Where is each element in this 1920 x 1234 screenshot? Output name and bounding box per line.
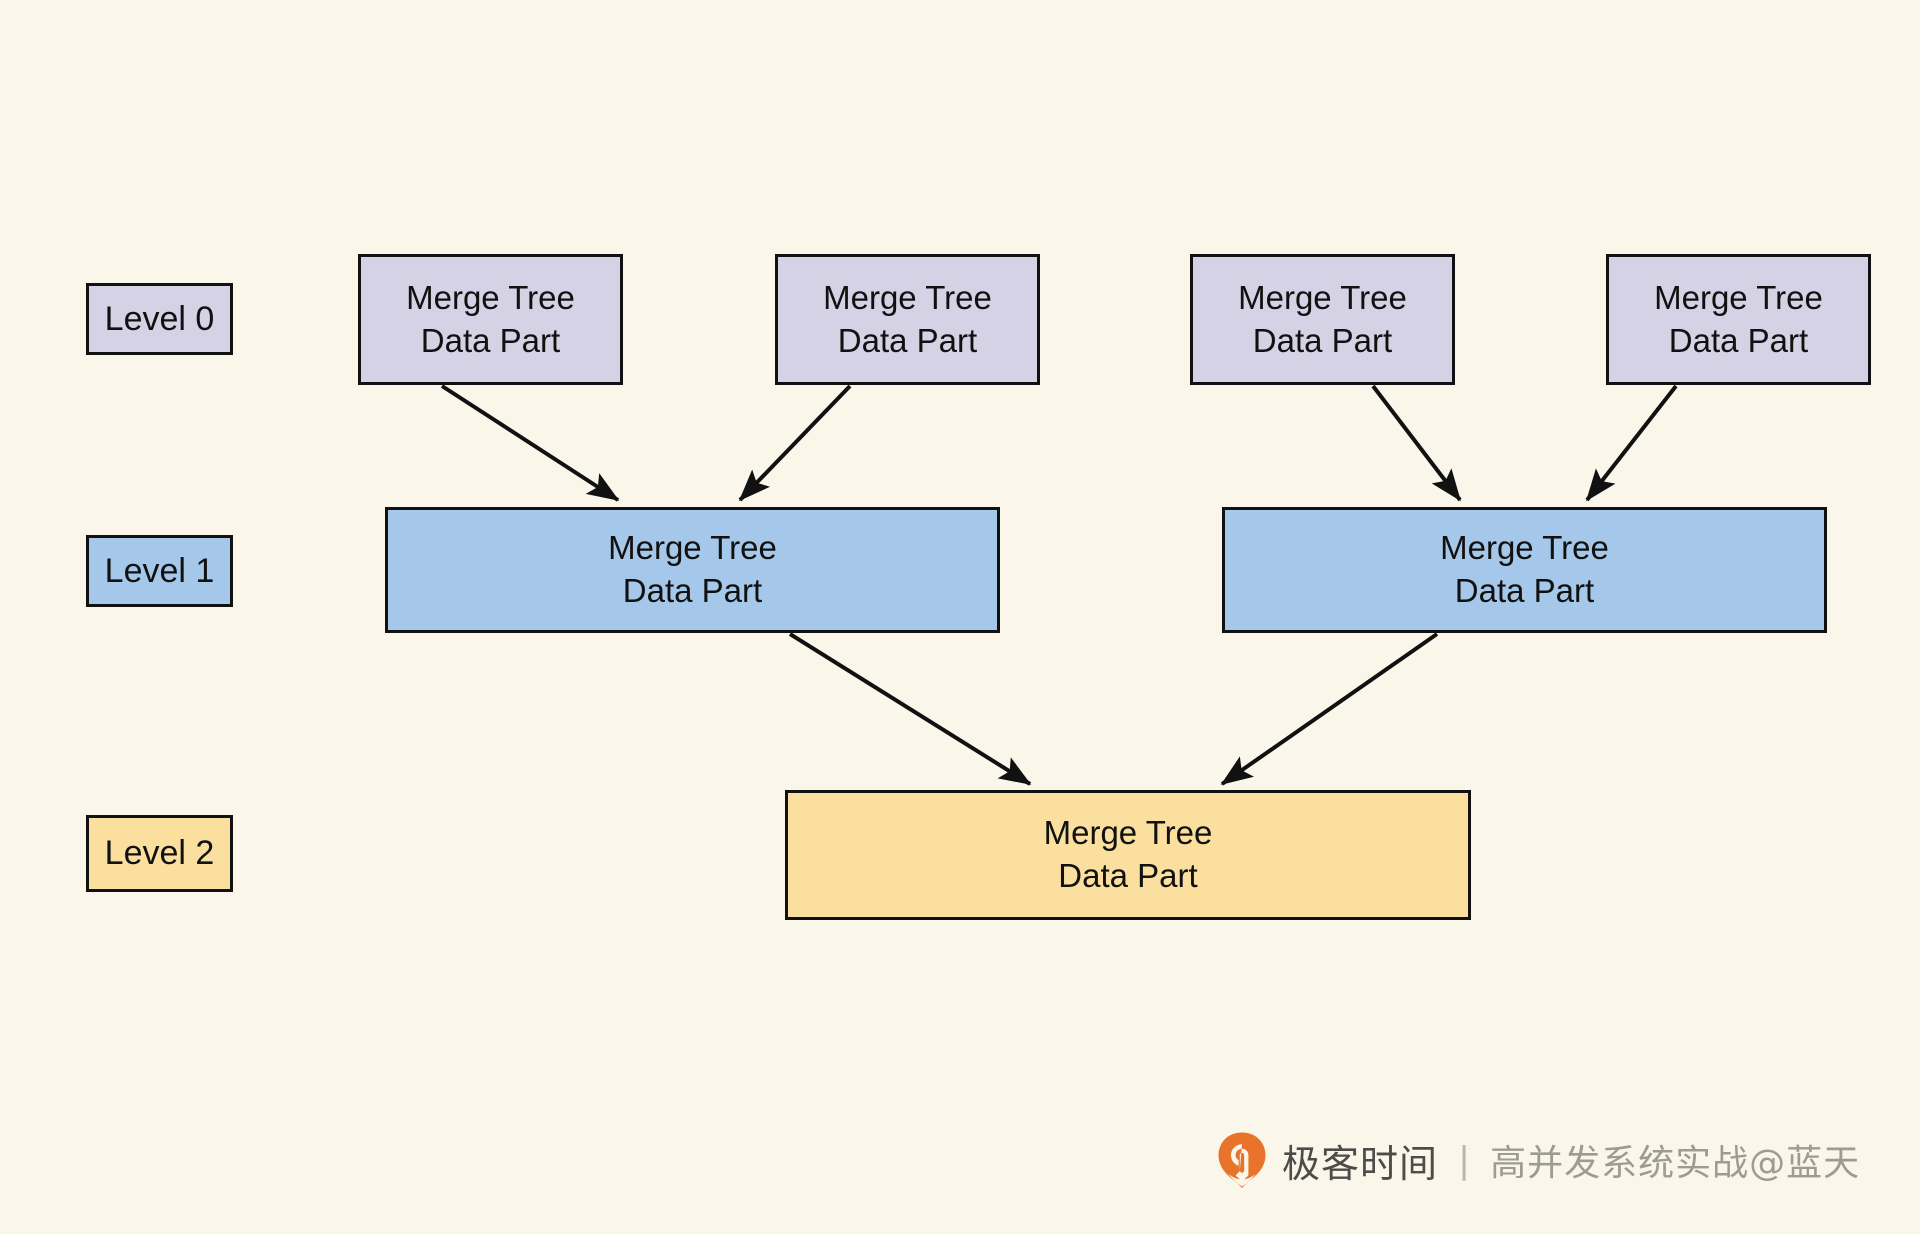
level0-part-3-title: Merge Tree	[1238, 278, 1407, 316]
level-label-0: Level 0	[86, 283, 233, 355]
edge-l0p3-to-l1p2	[1371, 384, 1462, 502]
level0-part-3[interactable]: Merge Tree Data Part	[1190, 254, 1455, 385]
level1-part-1[interactable]: Merge Tree Data Part	[385, 507, 1000, 633]
level0-part-2-subtitle: Data Part	[837, 321, 978, 359]
level1-part-2-title: Merge Tree	[1440, 529, 1609, 567]
level-label-2-text: Level 2	[104, 834, 215, 872]
level2-part-1[interactable]: Merge Tree Data Part	[785, 790, 1471, 920]
level-label-2: Level 2	[86, 815, 233, 892]
level1-part-1-title: Merge Tree	[608, 529, 777, 567]
level0-part-1-subtitle: Data Part	[420, 321, 561, 359]
level1-part-2[interactable]: Merge Tree Data Part	[1222, 507, 1827, 633]
level1-part-2-subtitle: Data Part	[1454, 572, 1595, 609]
level-label-0-text: Level 0	[104, 299, 215, 338]
watermark: 极客时间 | 高并发系统实战@蓝天	[1216, 1131, 1860, 1189]
level0-part-2[interactable]: Merge Tree Data Part	[775, 254, 1040, 385]
level0-part-1-title: Merge Tree	[406, 278, 575, 316]
edge-l0p4-to-l1p2	[1585, 384, 1678, 502]
level0-part-2-title: Merge Tree	[823, 278, 992, 316]
level0-part-4-title: Merge Tree	[1654, 278, 1823, 316]
level0-part-4[interactable]: Merge Tree Data Part	[1606, 254, 1871, 385]
level0-part-1[interactable]: Merge Tree Data Part	[358, 254, 623, 385]
level1-part-1-subtitle: Data Part	[622, 572, 763, 609]
level2-part-1-subtitle: Data Part	[1058, 857, 1198, 894]
level-label-1: Level 1	[86, 535, 233, 607]
watermark-brand: 极客时间	[1282, 1141, 1439, 1186]
edge-l1p1-to-l2p1	[788, 632, 1032, 786]
level2-part-1-title: Merge Tree	[1043, 814, 1213, 852]
watermark-separator: |	[1458, 1139, 1471, 1181]
edge-l0p1-to-l1p1	[440, 384, 620, 502]
level0-part-3-subtitle: Data Part	[1252, 321, 1393, 359]
watermark-subtitle: 高并发系统实战@蓝天	[1490, 1143, 1861, 1184]
geek-time-pin-logo-icon	[1218, 1132, 1266, 1188]
level-label-1-text: Level 1	[104, 551, 215, 590]
edge-l1p2-to-l2p1	[1220, 632, 1439, 786]
level0-part-4-subtitle: Data Part	[1668, 321, 1809, 359]
edge-l0p2-to-l1p1	[738, 384, 852, 502]
